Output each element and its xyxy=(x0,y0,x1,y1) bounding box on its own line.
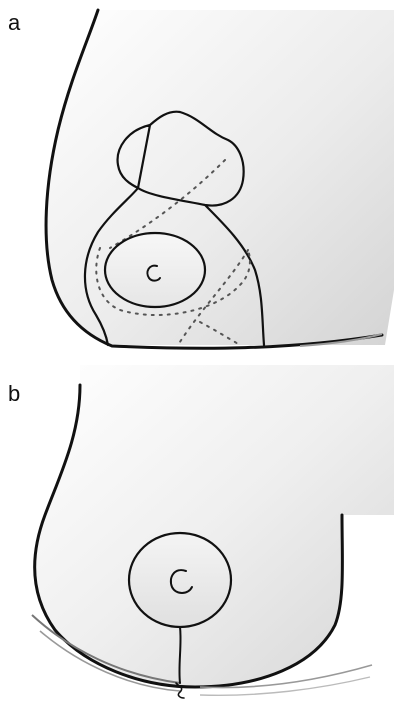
breast-outline-b xyxy=(35,365,394,687)
areola-a xyxy=(105,233,205,307)
areola-b xyxy=(129,533,231,627)
vertical-scar-b xyxy=(179,627,180,683)
panel-b-illustration xyxy=(0,365,394,705)
breast-outline-a xyxy=(46,10,394,345)
panel-a-illustration xyxy=(0,0,394,360)
